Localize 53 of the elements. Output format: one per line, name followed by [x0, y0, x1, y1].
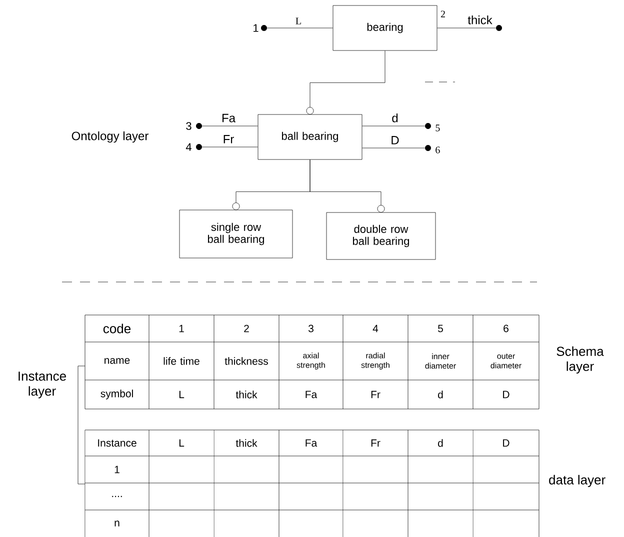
connector [310, 160, 385, 212]
table-cell: axial strength [296, 352, 325, 370]
table-cell: d [438, 439, 443, 447]
layer-label: data layer [549, 474, 606, 488]
table-cell: thick [236, 390, 258, 398]
table-cell: thick [236, 439, 258, 447]
table-cell: D [503, 439, 510, 447]
table-cell: outer diameter [490, 354, 522, 368]
table-cell: Instance [98, 439, 136, 447]
table-cell: life time [164, 357, 200, 365]
table-cell: 3 [308, 324, 314, 332]
table-cell: Fa [306, 439, 318, 447]
table-cell: D [503, 390, 510, 398]
table-cell: n [114, 520, 120, 526]
terminal-number: 6 [436, 146, 440, 154]
table-cell: 2 [244, 324, 249, 332]
table-cell: symbol [100, 390, 133, 400]
table-cell: thickness [224, 357, 268, 365]
table-cell: d [438, 390, 443, 398]
class-box: bearing [332, 5, 438, 51]
table-cell: Fa [306, 390, 318, 398]
edge-label: L [294, 16, 304, 26]
table-cell: inner diameter [425, 353, 456, 369]
class-box: ball bearing [258, 114, 362, 160]
layer-label: Ontology layer [72, 131, 148, 143]
edge-label: Fr [221, 134, 236, 145]
terminal-number: 3 [186, 122, 192, 130]
connector [202, 146, 258, 148]
edge-label: d [390, 112, 400, 124]
table-cell: L [179, 390, 184, 398]
edge-label: Fa [220, 112, 237, 124]
table-cell: code [103, 324, 131, 334]
terminal-number: 1 [254, 24, 258, 32]
edge-label: thick [466, 14, 494, 26]
table-cell: 1 [179, 324, 184, 332]
table-cell: Fr [371, 390, 380, 398]
layer-label: Instance layer [18, 372, 66, 398]
table-cell: 5 [438, 324, 443, 332]
terminal-number: 4 [186, 143, 192, 151]
connector [306, 50, 386, 114]
table-cell: .... [112, 496, 122, 498]
edge-label: D [389, 134, 401, 146]
class-box: single row ball bearing [179, 210, 293, 258]
table-cell: name [104, 358, 130, 364]
layer-label: Schema layer [556, 346, 604, 374]
table-cell: 1 [114, 466, 120, 474]
class-box: double row ball bearing [326, 212, 436, 260]
table-cell: Fr [371, 439, 380, 447]
table-cell: 4 [372, 324, 378, 332]
table-cell: radial strength [361, 352, 390, 370]
table-cell: 6 [504, 324, 508, 332]
table-cell: L [179, 439, 184, 447]
terminal-number: 5 [436, 124, 440, 132]
